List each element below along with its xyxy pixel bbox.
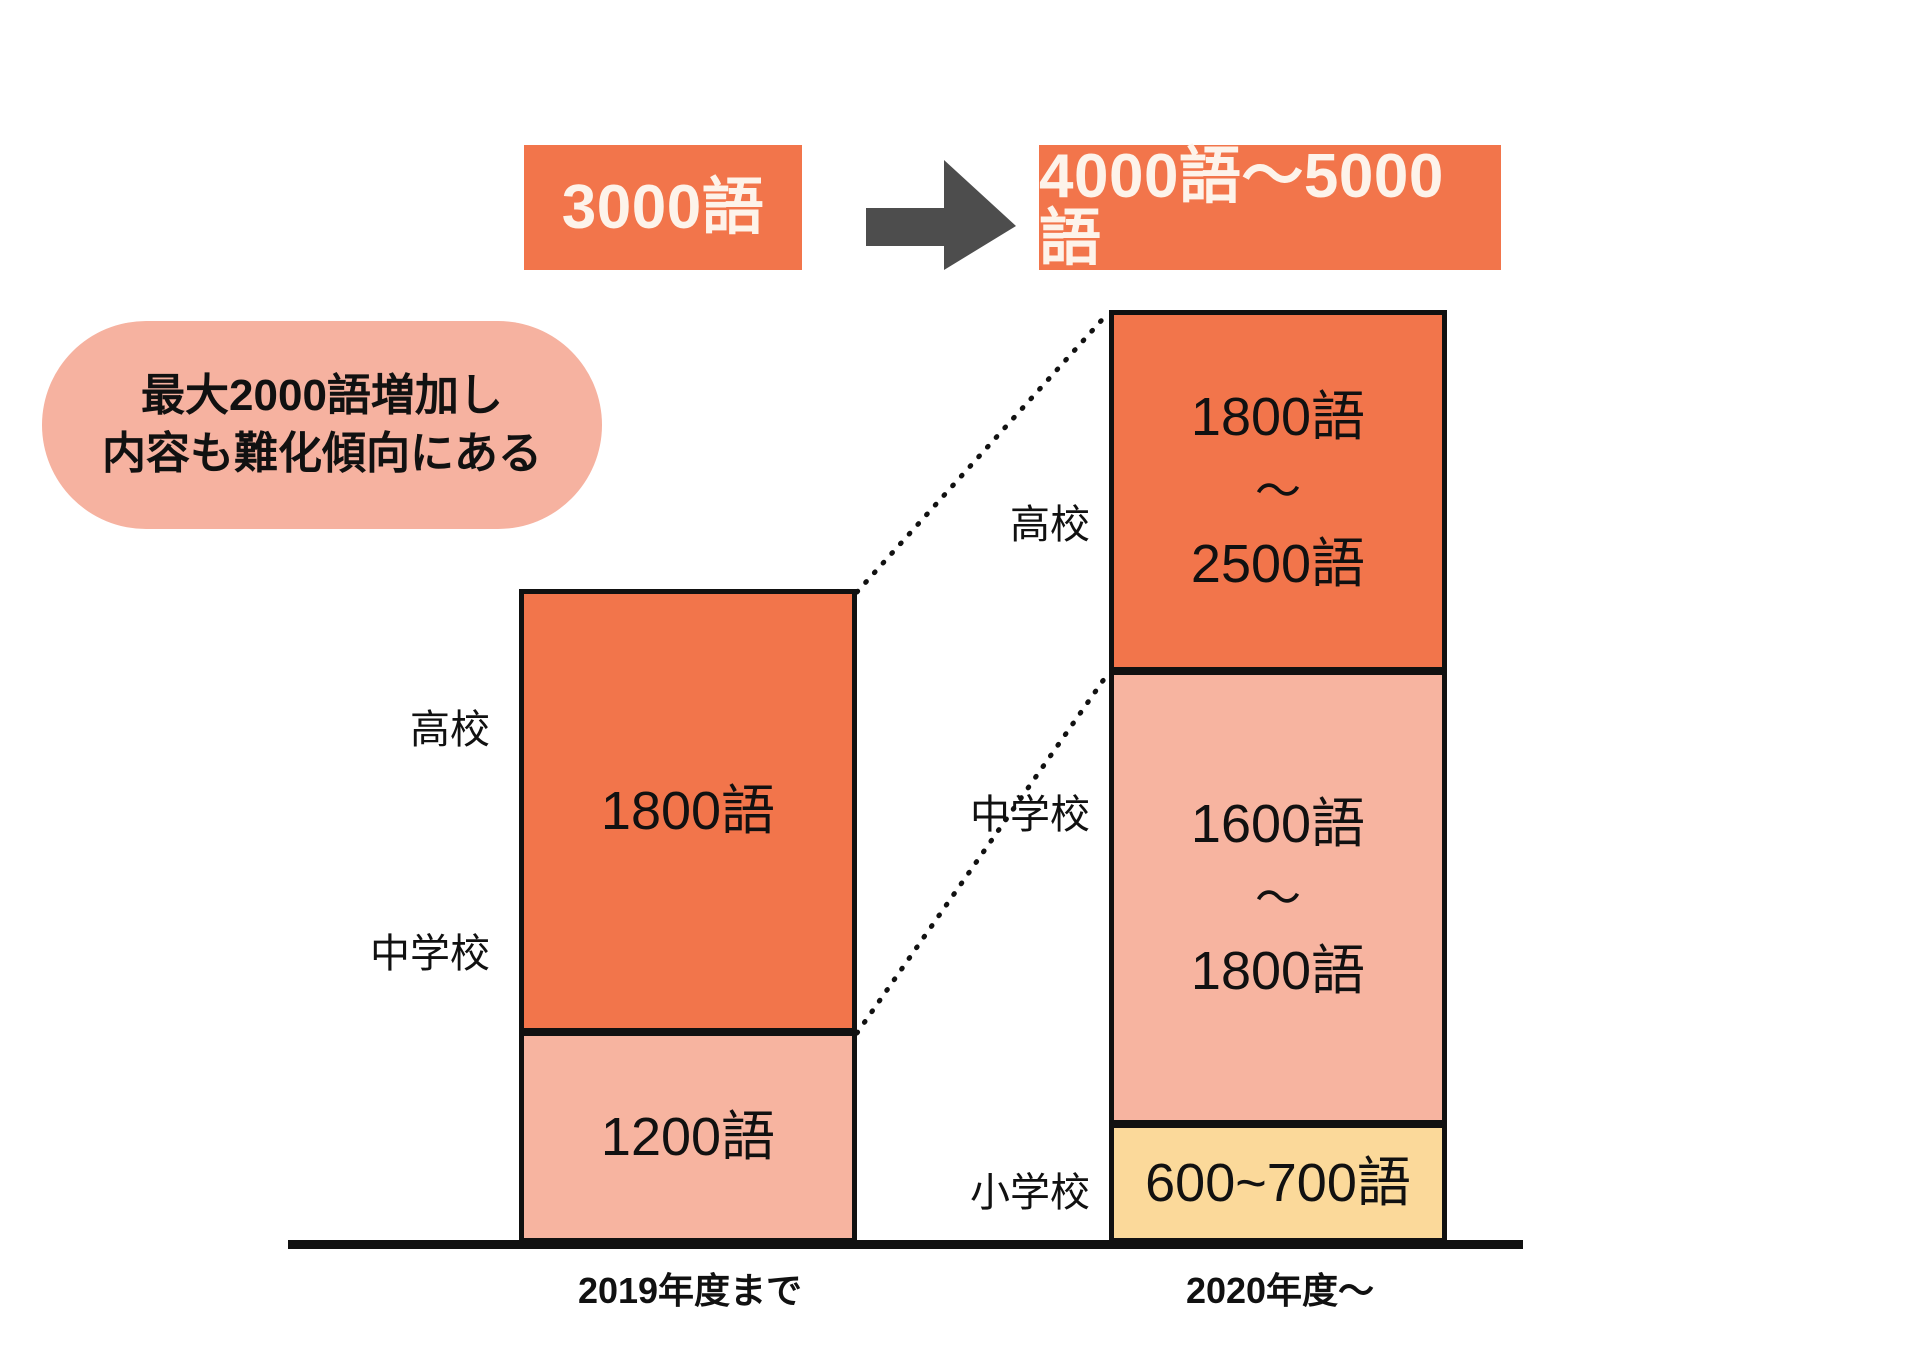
right-bar-junior-high-value-bottom: 1800語 xyxy=(1190,940,1366,1001)
right-bar-high-school-label: 高校 xyxy=(1010,503,1090,547)
right-bar-junior-high-tilde: 〜 xyxy=(1254,871,1301,924)
left-bar-junior-high-label: 中学校 xyxy=(370,932,490,976)
right-bar-high-school-value-top: 1800語 xyxy=(1190,387,1366,448)
right-bar-elementary-value: 600~700語 xyxy=(1145,1152,1411,1213)
right-bar-junior-high-label: 中学校 xyxy=(970,793,1090,837)
connector-high-school-top xyxy=(854,309,1112,595)
right-bar-junior-high-value-top: 1600語 xyxy=(1190,793,1366,854)
right-bar-elementary-block: 600~700語 xyxy=(1109,1123,1447,1243)
right-bar-elementary-label: 小学校 xyxy=(970,1171,1090,1215)
total-words-before-label: 3000語 xyxy=(561,172,765,242)
callout-line-1: 最大2000語増加し xyxy=(141,370,503,420)
x-axis-caption-before: 2019年度まで xyxy=(577,1270,803,1311)
left-bar-junior-high-value: 1200語 xyxy=(600,1106,776,1167)
left-bar-high-school-block: 1800語 xyxy=(519,589,857,1033)
total-words-after-label: 4000語〜5000語 xyxy=(1039,141,1444,273)
connector-junior-high-top xyxy=(854,669,1112,1036)
x-axis-line xyxy=(288,1240,1523,1249)
callout-bubble: 最大2000語増加し 内容も難化傾向にある xyxy=(42,321,602,529)
right-bar-junior-high-block: 1600語 〜 1800語 xyxy=(1109,670,1447,1125)
left-bar-junior-high-block: 1200語 xyxy=(519,1031,857,1243)
x-axis-caption-after: 2020年度〜 xyxy=(1185,1270,1375,1311)
right-bar-high-school-block: 1800語 〜 2500語 xyxy=(1109,310,1447,672)
left-bar-high-school-value: 1800語 xyxy=(600,780,776,841)
total-words-after-banner: 4000語〜5000語 xyxy=(1039,145,1501,270)
callout-line-2: 内容も難化傾向にある xyxy=(102,429,542,478)
left-bar-high-school-label: 高校 xyxy=(410,708,490,752)
right-arrow-icon xyxy=(866,160,1016,270)
right-bar-high-school-tilde: 〜 xyxy=(1254,465,1301,517)
right-bar-high-school-value-bottom: 2500語 xyxy=(1190,534,1366,594)
total-words-before-banner: 3000語 xyxy=(524,145,802,270)
